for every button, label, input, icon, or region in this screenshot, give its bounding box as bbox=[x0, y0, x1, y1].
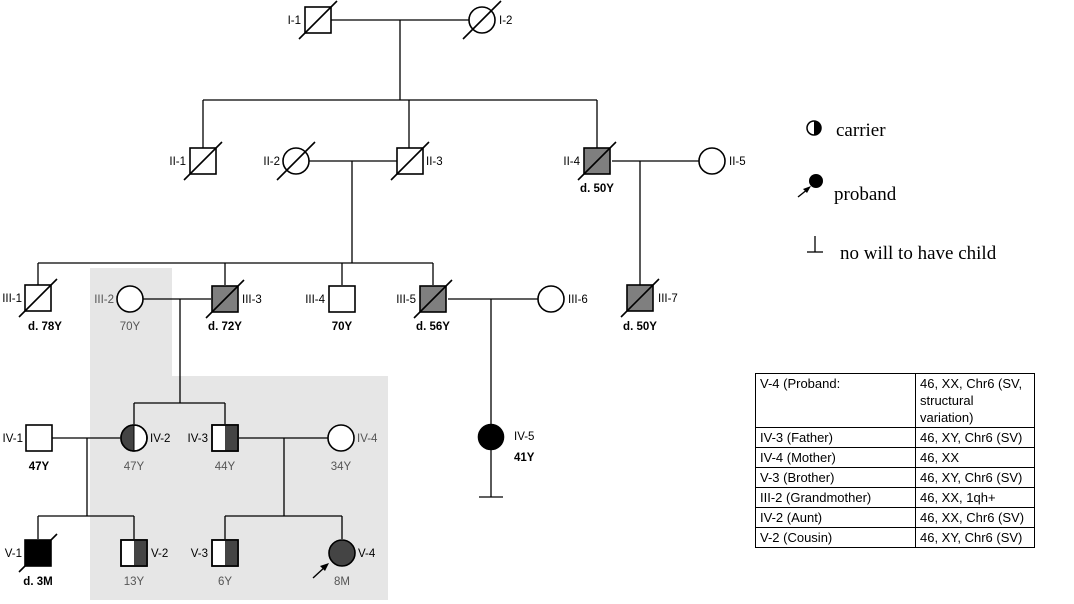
svg-text:d. 72Y: d. 72Y bbox=[208, 321, 242, 333]
individual-III-1: III-1 d. 78Y bbox=[2, 278, 62, 333]
svg-text:I-2: I-2 bbox=[499, 15, 512, 27]
individual-I-2: I-2 bbox=[462, 0, 512, 40]
svg-text:13Y: 13Y bbox=[124, 576, 145, 588]
svg-text:8M: 8M bbox=[334, 576, 350, 588]
svg-text:III-5: III-5 bbox=[396, 294, 416, 306]
svg-text:V-2: V-2 bbox=[151, 548, 168, 560]
individual-IV-1: IV-1 47Y bbox=[3, 424, 53, 473]
svg-text:I-1: I-1 bbox=[288, 15, 301, 27]
svg-text:d. 50Y: d. 50Y bbox=[580, 183, 614, 195]
svg-text:V-3: V-3 bbox=[191, 548, 208, 560]
table-cell-result: 46, XY, Chr6 (SV) bbox=[915, 427, 1035, 448]
svg-text:IV-4: IV-4 bbox=[357, 433, 378, 445]
table-cell-person: IV-2 (Aunt) bbox=[755, 507, 916, 528]
table-row: V-3 (Brother) 46, XY, Chr6 (SV) bbox=[755, 467, 1035, 488]
individual-III-2: III-2 70Y bbox=[94, 285, 144, 333]
svg-text:II-4: II-4 bbox=[563, 156, 580, 168]
individual-II-3: II-3 bbox=[390, 141, 443, 181]
individual-IV-5: IV-5 41Y bbox=[477, 423, 535, 464]
individual-III-3: III-3 d. 72Y bbox=[205, 279, 262, 333]
individual-III-6: III-6 bbox=[537, 285, 588, 313]
svg-text:no will to have child: no will to have child bbox=[840, 243, 997, 264]
proband-arrow-icon bbox=[312, 563, 329, 579]
svg-text:6Y: 6Y bbox=[218, 576, 232, 588]
svg-text:III-2: III-2 bbox=[94, 294, 114, 306]
svg-text:70Y: 70Y bbox=[332, 321, 353, 333]
svg-text:70Y: 70Y bbox=[120, 321, 141, 333]
svg-text:IV-5: IV-5 bbox=[514, 431, 534, 443]
legend-no-child: no will to have child bbox=[807, 236, 997, 264]
table-cell-person: V-3 (Brother) bbox=[755, 467, 916, 488]
svg-text:d. 78Y: d. 78Y bbox=[28, 321, 62, 333]
individual-IV-4: IV-4 34Y bbox=[327, 424, 378, 473]
table-cell-result: 46, XY, Chr6 (SV) bbox=[915, 527, 1035, 548]
individual-V-3: V-3 6Y bbox=[191, 539, 239, 588]
svg-text:carrier: carrier bbox=[836, 120, 886, 141]
table-cell-person: V-4 (Proband: bbox=[755, 373, 916, 428]
svg-text:III-1: III-1 bbox=[2, 293, 22, 305]
table-cell-result: 46, XY, Chr6 (SV) bbox=[915, 467, 1035, 488]
individual-IV-2: IV-2 47Y bbox=[120, 424, 170, 473]
svg-text:47Y: 47Y bbox=[124, 461, 145, 473]
svg-text:d. 3M: d. 3M bbox=[23, 576, 52, 588]
svg-text:d. 56Y: d. 56Y bbox=[416, 321, 450, 333]
table-cell-result: 46, XX bbox=[915, 447, 1035, 468]
svg-text:IV-3: IV-3 bbox=[188, 433, 208, 445]
table-cell-person: IV-4 (Mother) bbox=[755, 447, 916, 468]
legend-carrier: carrier bbox=[806, 120, 886, 141]
svg-text:III-6: III-6 bbox=[568, 294, 588, 306]
individual-II-1: II-1 bbox=[169, 141, 223, 181]
legend: carrier proband no will to have child bbox=[797, 120, 997, 264]
individual-III-7: III-7 d. 50Y bbox=[620, 278, 678, 333]
karyotype-table: V-4 (Proband: 46, XX, Chr6 (SV, structur… bbox=[755, 373, 1035, 548]
svg-text:41Y: 41Y bbox=[514, 452, 535, 464]
svg-text:44Y: 44Y bbox=[215, 461, 236, 473]
svg-text:III-4: III-4 bbox=[305, 294, 325, 306]
individual-IV-3: IV-3 44Y bbox=[188, 424, 239, 473]
table-cell-result: 46, XX, Chr6 (SV) bbox=[915, 507, 1035, 528]
svg-text:II-5: II-5 bbox=[729, 156, 746, 168]
table-row: V-4 (Proband: 46, XX, Chr6 (SV, structur… bbox=[755, 373, 1035, 428]
individual-II-5: II-5 bbox=[698, 147, 746, 175]
individual-II-2: II-2 bbox=[263, 141, 316, 181]
individual-III-5: III-5 d. 56Y bbox=[396, 279, 453, 333]
svg-text:II-2: II-2 bbox=[263, 156, 280, 168]
proband-symbol-icon bbox=[797, 174, 823, 198]
svg-text:d. 50Y: d. 50Y bbox=[623, 321, 657, 333]
legend-proband: proband bbox=[797, 174, 897, 205]
pedigree-lines bbox=[37, 19, 699, 539]
table-row: IV-4 (Mother) 46, XX bbox=[755, 447, 1035, 468]
table-cell-person: V-2 (Cousin) bbox=[755, 527, 916, 548]
svg-text:34Y: 34Y bbox=[331, 461, 352, 473]
svg-text:III-3: III-3 bbox=[242, 294, 262, 306]
svg-text:V-1: V-1 bbox=[5, 548, 22, 560]
table-cell-result: 46, XX, Chr6 (SV, structural variation) bbox=[915, 373, 1035, 428]
individual-V-2: V-2 13Y bbox=[120, 539, 168, 588]
svg-text:proband: proband bbox=[834, 184, 897, 205]
svg-text:II-3: II-3 bbox=[426, 156, 443, 168]
half-filled-circle-icon bbox=[806, 120, 822, 136]
individual-I-1: I-1 bbox=[288, 0, 338, 40]
svg-text:47Y: 47Y bbox=[29, 461, 50, 473]
svg-text:IV-1: IV-1 bbox=[3, 433, 23, 445]
svg-text:II-1: II-1 bbox=[169, 156, 186, 168]
table-cell-person: III-2 (Grandmother) bbox=[755, 487, 916, 508]
highlight-region bbox=[90, 268, 388, 600]
individual-V-1: V-1 d. 3M bbox=[5, 533, 58, 588]
table-row: IV-2 (Aunt) 46, XX, Chr6 (SV) bbox=[755, 507, 1035, 528]
table-row: III-2 (Grandmother) 46, XX, 1qh+ bbox=[755, 487, 1035, 508]
individual-V-4: V-4 8M bbox=[312, 539, 376, 588]
individual-III-4: III-4 70Y bbox=[305, 285, 356, 333]
svg-text:IV-2: IV-2 bbox=[150, 433, 170, 445]
no-child-symbol-icon bbox=[807, 236, 823, 253]
table-cell-person: IV-3 (Father) bbox=[755, 427, 916, 448]
table-cell-result: 46, XX, 1qh+ bbox=[915, 487, 1035, 508]
table-row: IV-3 (Father) 46, XY, Chr6 (SV) bbox=[755, 427, 1035, 448]
individual-II-4: II-4 d. 50Y bbox=[563, 141, 617, 195]
svg-text:III-7: III-7 bbox=[658, 293, 678, 305]
svg-text:V-4: V-4 bbox=[358, 548, 376, 560]
table-row: V-2 (Cousin) 46, XY, Chr6 (SV) bbox=[755, 527, 1035, 548]
